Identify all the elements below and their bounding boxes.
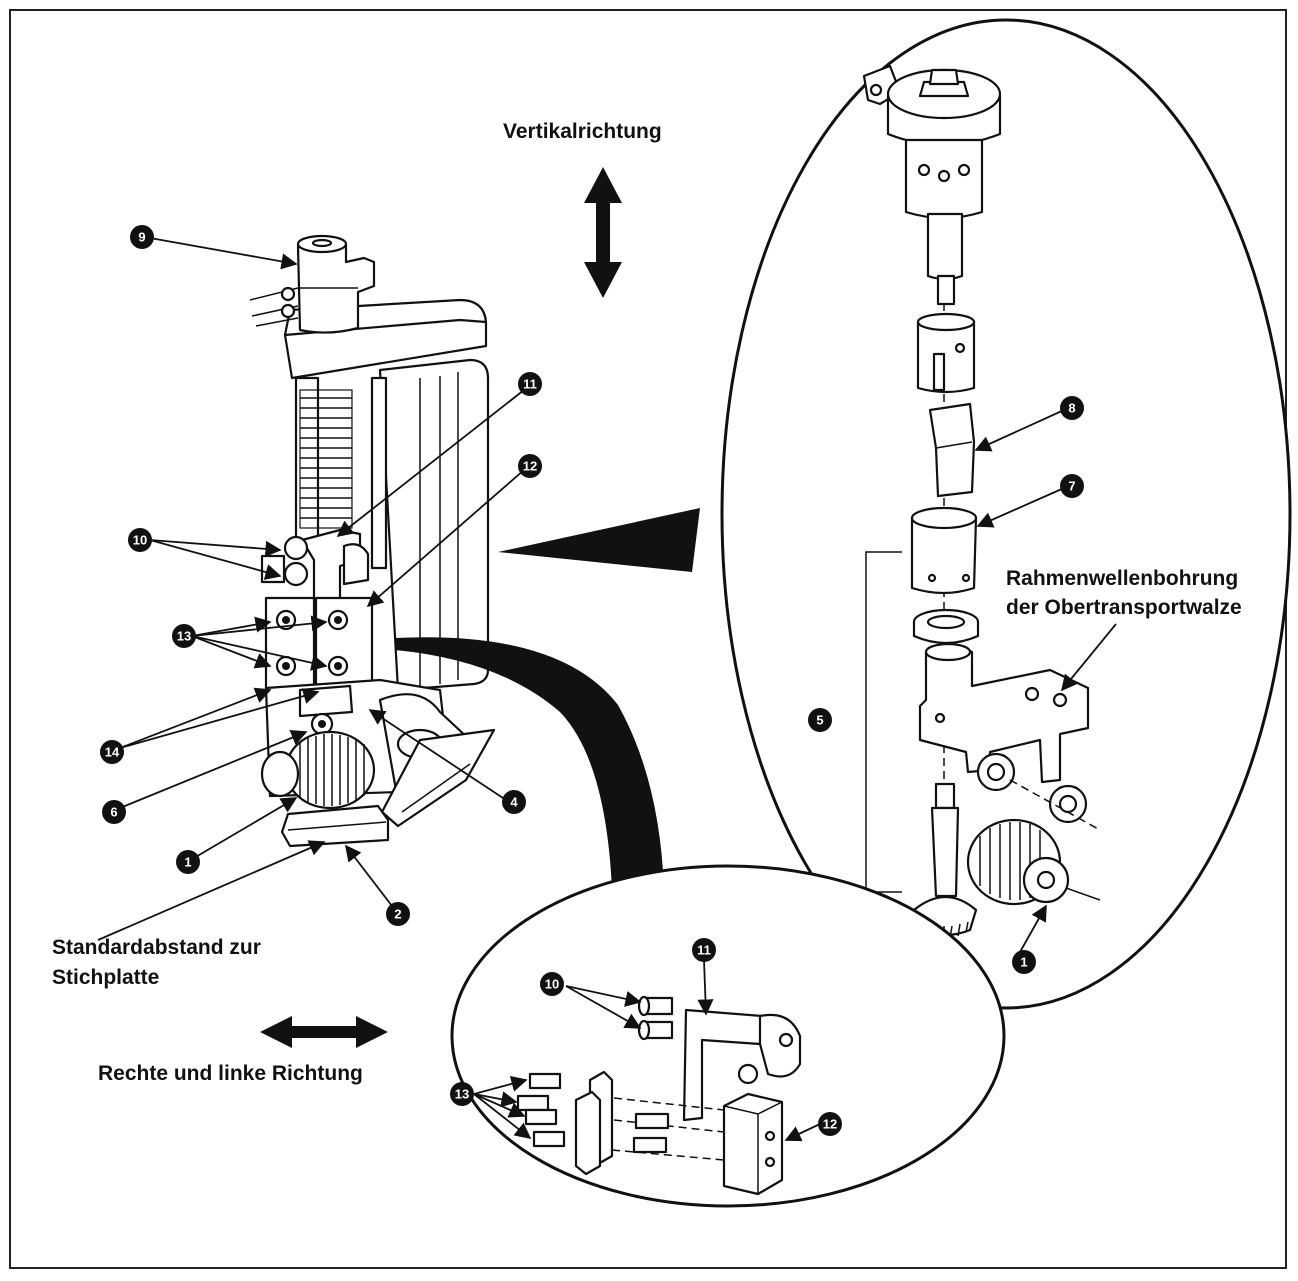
svg-text:6: 6 xyxy=(110,805,117,820)
horizontal-direction-arrow xyxy=(260,1016,388,1048)
svg-text:5: 5 xyxy=(816,713,823,728)
svg-text:8: 8 xyxy=(1068,401,1075,416)
svg-text:7: 7 xyxy=(1068,479,1075,494)
main-presser-assembly xyxy=(249,234,496,848)
callout-1: 1 xyxy=(176,850,200,874)
callout-2: 2 xyxy=(386,902,410,926)
svg-text:12: 12 xyxy=(523,459,537,474)
svg-text:11: 11 xyxy=(697,943,711,958)
callout-13: 13 xyxy=(172,624,196,648)
callout-13-detail: 13 xyxy=(450,1082,474,1106)
svg-text:10: 10 xyxy=(133,533,147,548)
exploded-bracket-parts xyxy=(516,995,802,1196)
svg-text:11: 11 xyxy=(523,377,537,392)
svg-text:13: 13 xyxy=(455,1087,469,1102)
callout-6: 6 xyxy=(102,800,126,824)
callout-5: 5 xyxy=(808,708,832,732)
callout-11-detail: 11 xyxy=(692,938,716,962)
callout-14: 14 xyxy=(100,740,124,764)
callout-10-detail: 10 xyxy=(540,972,564,996)
spring xyxy=(299,389,353,529)
figure-frame xyxy=(9,9,1287,1269)
svg-text:13: 13 xyxy=(177,629,191,644)
callout-4: 4 xyxy=(502,790,526,814)
vertical-direction-label: Vertikalrichtung xyxy=(503,120,662,143)
horizontal-direction-label: Rechte und linke Richtung xyxy=(98,1062,363,1085)
svg-text:4: 4 xyxy=(510,795,518,810)
vertical-direction-arrow xyxy=(584,167,622,298)
svg-text:10: 10 xyxy=(545,977,559,992)
svg-text:12: 12 xyxy=(823,1117,837,1132)
callout-1-detail: 1 xyxy=(1012,950,1036,974)
standard-distance-label-line1: Standardabstand zur xyxy=(52,936,261,959)
svg-text:2: 2 xyxy=(394,907,401,922)
callout-7: 7 xyxy=(1060,474,1084,498)
svg-text:1: 1 xyxy=(1020,955,1027,970)
frame-shaft-bore-label-line1: Rahmenwellenbohrung xyxy=(1006,567,1238,590)
magnification-cone-top xyxy=(498,508,700,572)
callout-12-detail: 12 xyxy=(818,1112,842,1136)
callout-9: 9 xyxy=(130,225,154,249)
callout-11: 11 xyxy=(518,372,542,396)
svg-text:1: 1 xyxy=(184,855,191,870)
magnification-cone-bottom xyxy=(395,637,664,890)
frame-shaft-bore-label-line2: der Obertransportwalze xyxy=(1006,596,1242,619)
svg-text:9: 9 xyxy=(138,230,145,245)
svg-text:14: 14 xyxy=(105,745,120,760)
callout-10: 10 xyxy=(128,528,152,552)
callout-8: 8 xyxy=(1060,396,1084,420)
feed-roller xyxy=(260,730,376,810)
exploded-roller-parts xyxy=(862,64,1101,960)
callout-12: 12 xyxy=(518,454,542,478)
standard-distance-label-line2: Stichplatte xyxy=(52,966,159,989)
leader-lines xyxy=(97,237,1117,1142)
